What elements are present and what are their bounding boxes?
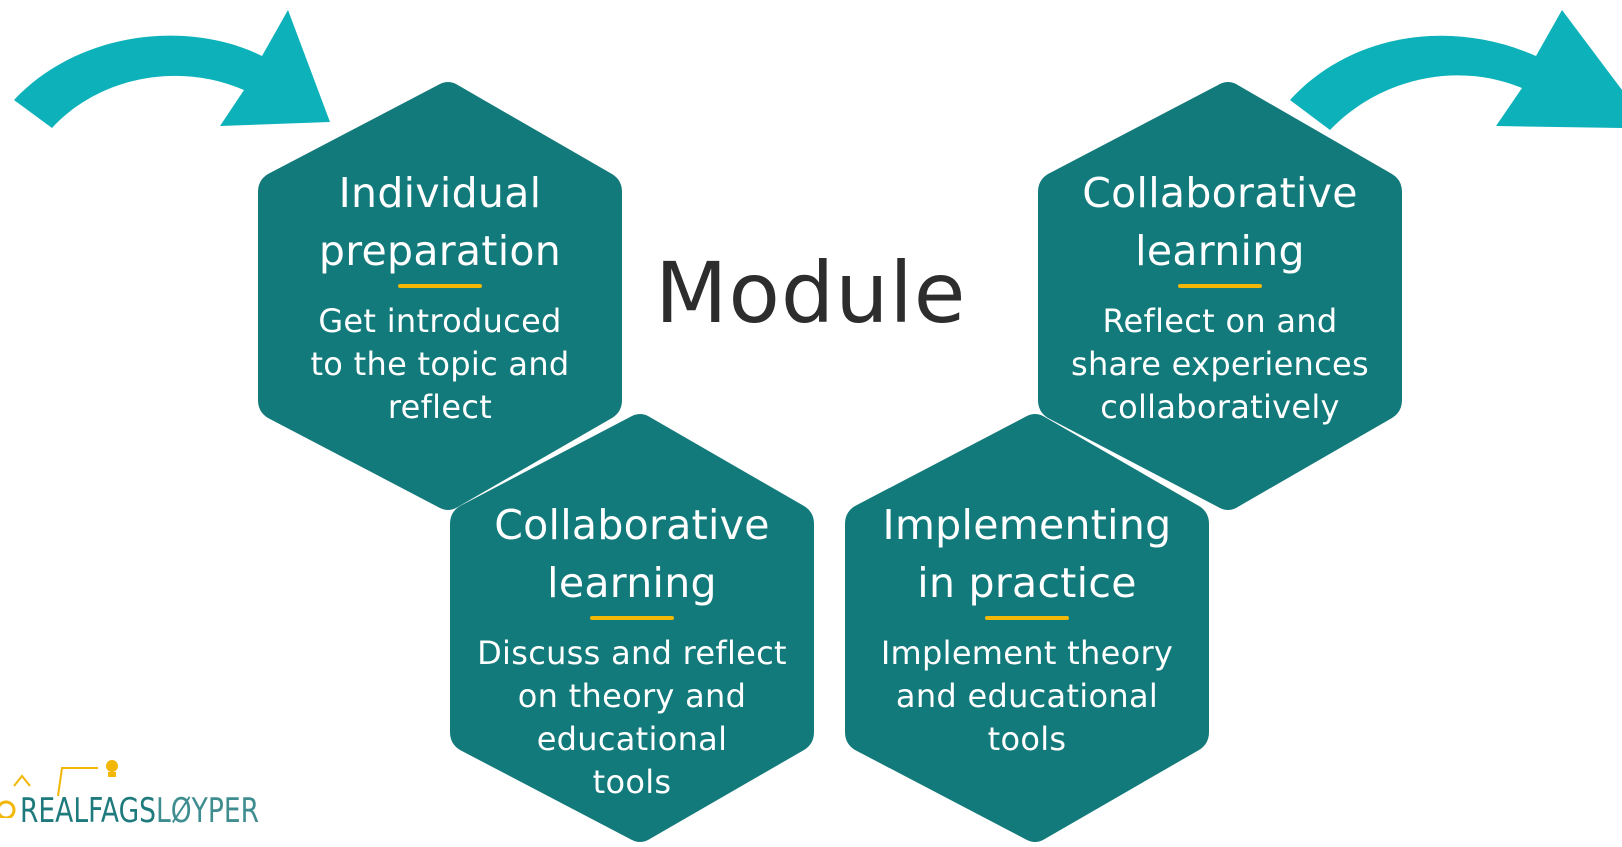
hexagon-shape	[1038, 82, 1402, 510]
step-individual-preparation: Individual preparation Get introduced to…	[250, 78, 630, 514]
lightbulb-logo-icon	[0, 760, 118, 818]
step-description-line: on theory and	[517, 677, 747, 715]
step-description-line: Reflect on and	[1102, 302, 1338, 340]
step-description-line: Get introduced	[318, 302, 562, 340]
realfagsloyper-logo: REALFAGSLØYPER	[0, 758, 290, 847]
step-description-line: Implement theory	[880, 634, 1174, 672]
hexagon-shape	[258, 82, 622, 510]
hexagon-shape	[450, 414, 814, 842]
step-title: Individual preparation	[319, 164, 561, 280]
step-title-line: Individual	[338, 169, 542, 217]
curved-arrow-left-top-icon	[14, 10, 330, 128]
step-collaborative-learning-reflect: Collaborative learning Reflect on and sh…	[1030, 78, 1410, 514]
step-description-line: reflect	[387, 388, 493, 426]
logo-wordmark: REALFAGSLØYPER	[20, 791, 259, 831]
step-description-line: Discuss and reflect	[477, 634, 787, 672]
title-divider	[985, 616, 1069, 620]
step-title-line: learning	[1135, 227, 1305, 275]
step-description-line: tools	[592, 763, 672, 801]
step-description-line: educational	[536, 720, 728, 758]
step-title-line: Implementing	[882, 501, 1172, 549]
step-title: Collaborative learning	[494, 496, 770, 612]
step-description-line: collaboratively	[1100, 388, 1340, 426]
title-divider	[1178, 284, 1262, 288]
step-description-line: share experiences	[1070, 345, 1369, 383]
title-divider	[398, 284, 482, 288]
step-description-line: tools	[987, 720, 1067, 758]
step-title: Implementing in practice	[883, 496, 1172, 612]
step-description: Reflect on and share experiences collabo…	[1071, 300, 1369, 429]
step-description: Implement theory and educational tools	[881, 632, 1173, 761]
hexagon-shape	[845, 414, 1209, 842]
logo-text-loyper: LØYPER	[155, 791, 260, 831]
step-description: Get introduced to the topic and reflect	[310, 300, 569, 429]
logo-text-realfags: REALFAGS	[20, 791, 156, 831]
step-title-line: Collaborative	[494, 501, 770, 549]
title-divider	[590, 616, 674, 620]
step-title: Collaborative learning	[1082, 164, 1358, 280]
step-description-line: to the topic and	[310, 345, 570, 383]
step-title-line: preparation	[318, 227, 562, 275]
center-module-label: Module	[655, 244, 967, 342]
step-description: Discuss and reflect on theory and educat…	[477, 632, 787, 804]
step-title-line: Collaborative	[1082, 169, 1358, 217]
step-title-line: in practice	[917, 559, 1137, 607]
step-description-line: and educational	[895, 677, 1159, 715]
step-collaborative-learning-discuss: Collaborative learning Discuss and refle…	[442, 410, 822, 846]
step-title-line: learning	[547, 559, 717, 607]
step-implementing-in-practice: Implementing in practice Implement theor…	[837, 410, 1217, 846]
curved-arrow-right-top-icon	[1290, 10, 1622, 130]
